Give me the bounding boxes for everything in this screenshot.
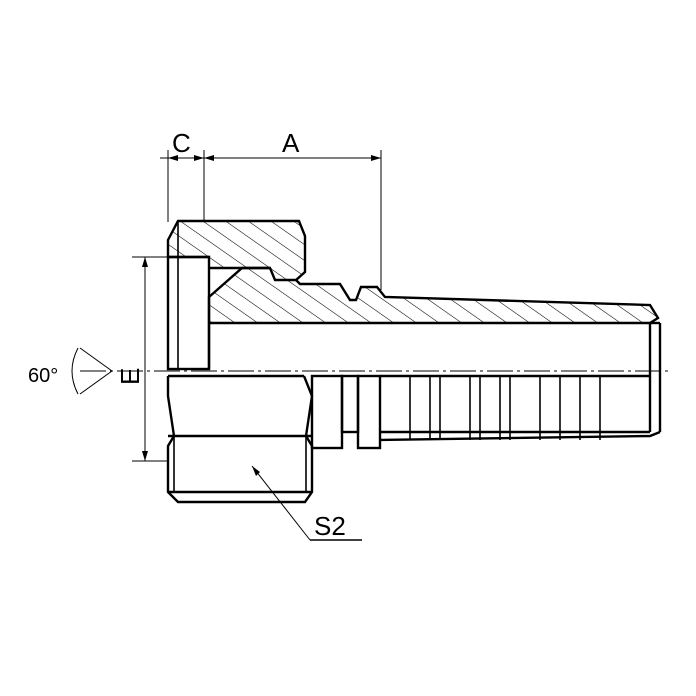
leader-s2	[251, 465, 362, 541]
dimension-a	[204, 150, 382, 290]
label-c: C	[172, 128, 191, 158]
dimension-c	[160, 150, 212, 222]
label-a: A	[282, 128, 300, 158]
nipple-flange	[166, 255, 211, 371]
angle-60-indicator	[71, 347, 113, 395]
label-s2: S2	[314, 511, 346, 541]
hex-nut-lower	[166, 374, 314, 504]
bore-lines	[207, 321, 662, 432]
nut-upper-section	[166, 219, 660, 325]
label-angle: 60°	[28, 365, 58, 387]
label-e: E	[115, 368, 145, 385]
dimension-e	[132, 256, 168, 462]
nipple-body-lower	[310, 374, 661, 450]
